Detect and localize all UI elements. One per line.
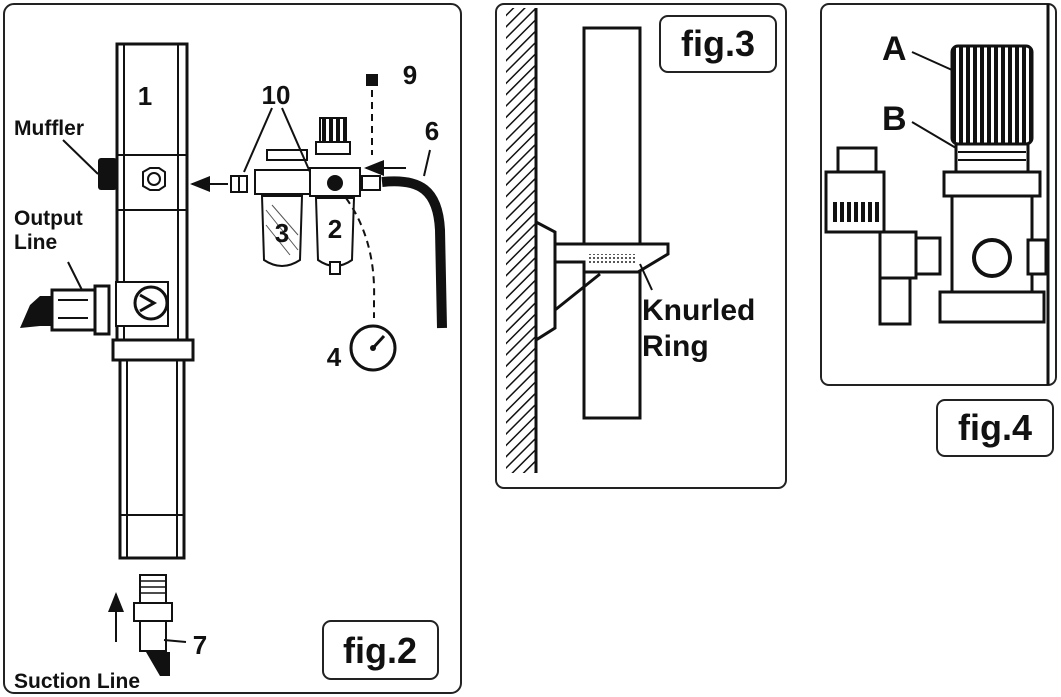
label-suction-line: Suction Line bbox=[14, 670, 140, 693]
filter-regulator-assembly bbox=[230, 117, 381, 275]
knurled-pointer bbox=[639, 263, 653, 291]
fig2-panel: fig.2 1 Muffler Output Line 10 9 6 3 2 4… bbox=[3, 3, 462, 694]
label-part7: 7 bbox=[193, 630, 207, 660]
label-part9: 9 bbox=[403, 60, 417, 90]
pump-tube bbox=[582, 26, 642, 420]
fig3-caption-box bbox=[659, 15, 777, 73]
fig4-caption-box bbox=[936, 399, 1054, 457]
lock-ring bbox=[954, 142, 1030, 174]
label-muffler: Muffler bbox=[14, 117, 84, 140]
output-line-hose bbox=[20, 261, 111, 336]
label-part10: 10 bbox=[262, 80, 291, 110]
fig3-caption: fig.3 bbox=[681, 23, 755, 64]
label-knurled: Knurled bbox=[642, 294, 755, 327]
pointer-b bbox=[911, 121, 957, 149]
label-part3: 3 bbox=[275, 218, 289, 248]
muffler bbox=[62, 139, 117, 190]
label-ring: Ring bbox=[642, 330, 709, 363]
label-part1: 1 bbox=[138, 81, 152, 111]
label-output-line-2: Line bbox=[14, 231, 57, 254]
left-fitting bbox=[824, 146, 1048, 326]
fig4-panel: A B fig.4 bbox=[820, 3, 1057, 457]
pointer-6 bbox=[423, 149, 431, 177]
fig4-caption: fig.4 bbox=[958, 407, 1032, 448]
pointer-a bbox=[911, 51, 953, 71]
label-a: A bbox=[882, 30, 907, 68]
gauge-dashed bbox=[345, 197, 376, 318]
pointer-10a bbox=[243, 107, 273, 173]
label-part4: 4 bbox=[327, 342, 342, 372]
suction-fitting bbox=[108, 574, 187, 676]
fig3-panel: Knurled Ring fig.3 bbox=[495, 3, 787, 489]
regulator-knob bbox=[950, 44, 1034, 146]
label-b: B bbox=[882, 100, 907, 138]
label-part6: 6 bbox=[425, 116, 439, 146]
label-part2: 2 bbox=[328, 214, 342, 244]
pump-body bbox=[111, 42, 195, 560]
fig2-caption-box bbox=[322, 620, 439, 680]
label-output-line-1: Output bbox=[14, 207, 83, 230]
air-hose bbox=[381, 176, 447, 329]
fig2-caption: fig.2 bbox=[343, 630, 417, 671]
pointer-10b bbox=[281, 107, 311, 173]
part9-plug bbox=[366, 74, 378, 86]
